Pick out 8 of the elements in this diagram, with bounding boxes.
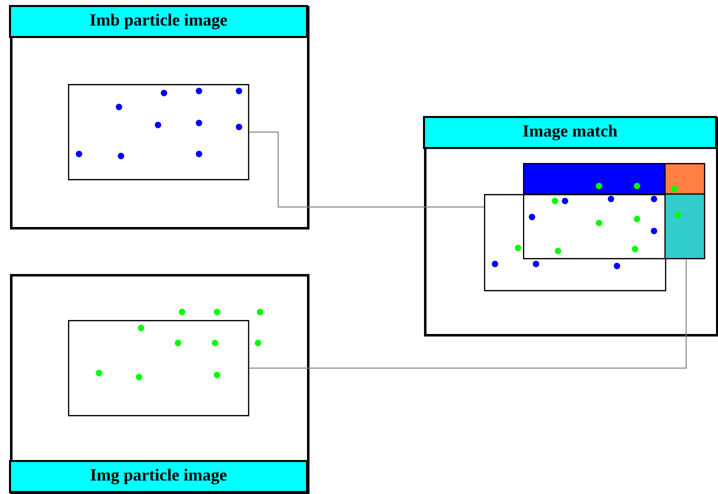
panel: Imb particle image [9, 5, 310, 230]
image-frame [68, 320, 250, 416]
connector-line [248, 132, 484, 208]
connector-line [248, 258, 687, 369]
image-frame [68, 84, 250, 180]
image-frame [522, 162, 706, 260]
image-frame [484, 194, 666, 292]
panel: Img particle image [9, 274, 310, 494]
